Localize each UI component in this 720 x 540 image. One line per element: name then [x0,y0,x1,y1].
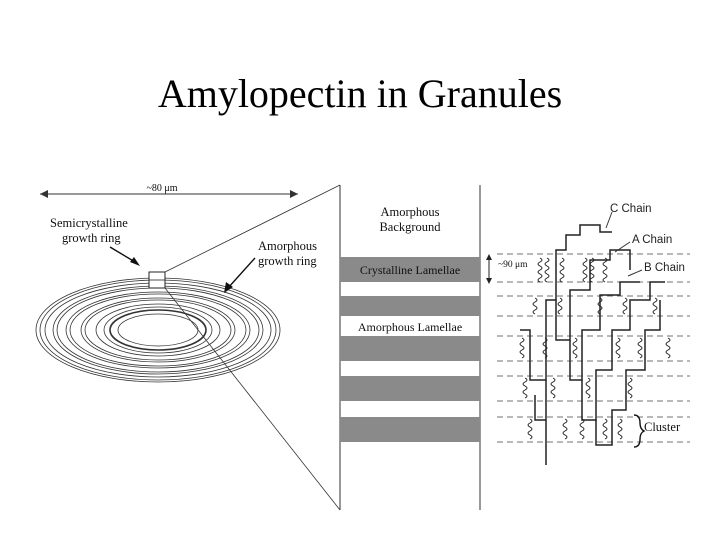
amorphous-growth-label-line2: growth ring [258,254,317,268]
crystalline-lamella [340,296,480,316]
b-chain-pointer [627,269,643,277]
crystalline-lamella [340,257,480,282]
repeat-distance-label: ~90 μm [498,260,528,270]
crystalline-lamellae-label: Crystalline Lamellae [360,263,460,277]
semicrystalline-pointer [109,246,136,263]
b-chain-label: B Chain [644,262,685,274]
backbone-chains [520,224,665,465]
lamellae-stack: Amorphous Background Crystalline Lamella… [339,185,528,510]
slide-title: Amylopectin in Granules [157,71,563,116]
a-chain-label: A Chain [632,234,672,246]
a-chain-pointer [614,241,631,253]
semicrystalline-pointer-head [130,257,140,266]
zoom-guide-top [164,184,341,273]
amorphous-pointer-head [224,282,233,293]
amorphous-lamellae-label: Amorphous Lamellae [358,320,462,334]
size-label: ~80 μm [146,183,177,194]
c-chain-label: C Chain [610,203,652,215]
zoom-guide-bottom [164,287,341,511]
crystalline-lamella [340,376,480,401]
cluster-brace [633,414,646,448]
c-chain-pointer [605,211,613,229]
crystalline-lamella [340,417,480,442]
amylopectin-chains: C Chain A Chain B Chain Cluster [497,203,690,465]
semicrystalline-label: Semicrystalline [50,216,128,230]
size-arrow-head-left [40,190,48,198]
amorphous-background-label: Amorphous [380,205,439,219]
amorphous-background-label-line2: Background [379,220,441,234]
crystalline-lamella [340,336,480,361]
growth-rings [35,277,281,383]
cluster-label: Cluster [644,420,681,434]
amorphous-pointer [227,257,256,289]
amorphous-growth-label: Amorphous [258,239,317,253]
granule: ~80 μm Semicrystalline growth ring Amorp… [35,183,341,511]
size-arrow-head-right [290,190,298,198]
semicrystalline-label-line2: growth ring [62,231,121,245]
double-helices [519,257,671,440]
